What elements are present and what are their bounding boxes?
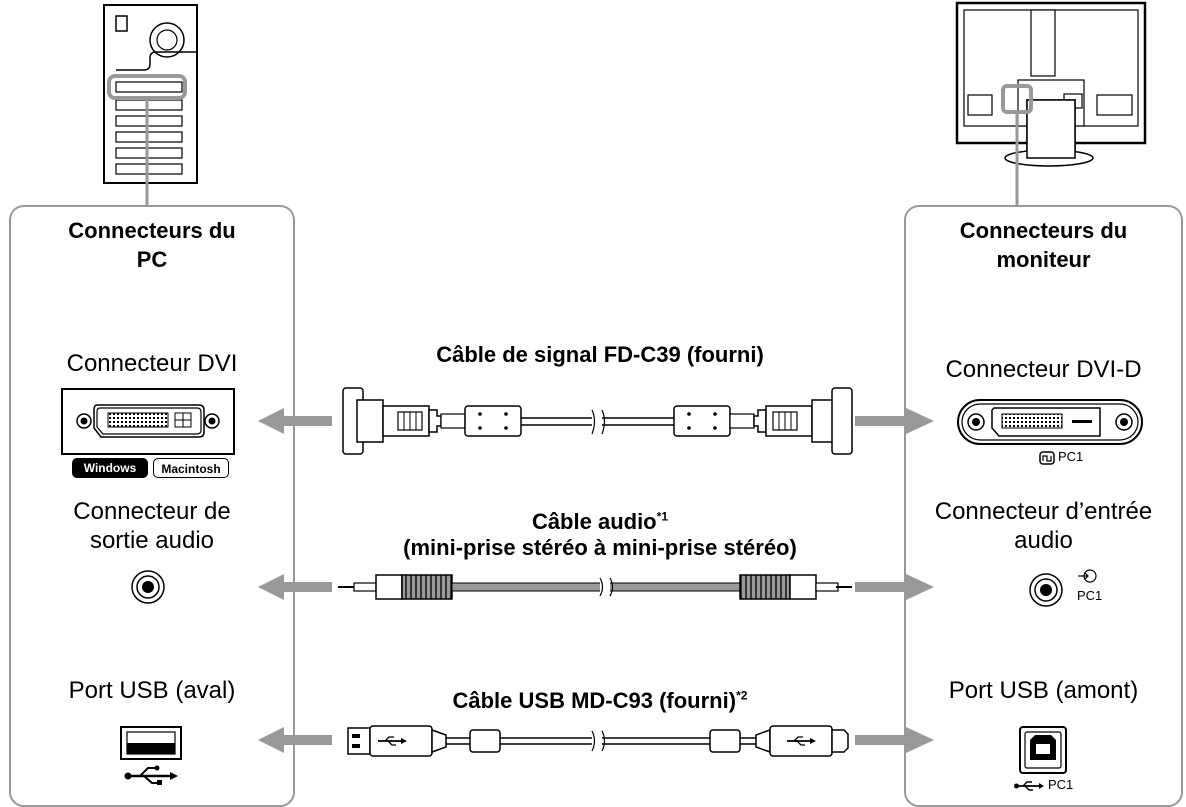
arrow-signal-right <box>855 408 934 434</box>
pc-tower-icon <box>103 4 198 206</box>
pc-panel-title: Connecteurs du PC <box>10 217 294 274</box>
monitor-usb-port-label: PC1 <box>1048 777 1074 792</box>
pc-panel-title-line2: PC <box>136 246 168 272</box>
pc-panel <box>9 205 295 807</box>
monitor-audio-jack-icon <box>1029 569 1097 607</box>
monitor-usb-label: Port USB (amont) <box>948 677 1139 704</box>
arrow-signal-left <box>258 408 332 434</box>
audio-cable-label: Câble audio*1 (mini-prise stéréo à mini-… <box>300 509 900 562</box>
usb-plug-a-icon <box>378 736 407 746</box>
monitor-audio-label: Connecteur d’entrée audio <box>905 498 1182 556</box>
monitor-dvi-port-label: PC1 <box>1058 449 1084 464</box>
monitor-usb-icon <box>1014 781 1044 791</box>
pc-audio-label: Connecteur de sortie audio <box>10 498 294 556</box>
monitor-panel-title-line2: moniteur <box>996 246 1091 272</box>
monitor-audio-port-label: PC1 <box>1077 588 1103 603</box>
pc-dvi-label: Connecteur DVI <box>66 350 238 377</box>
usb-icon <box>124 765 178 785</box>
usb-cable-note: *2 <box>736 688 748 703</box>
arrow-usb-right <box>855 727 934 753</box>
usb-cable-label-text: Câble USB MD-C93 (fourni) <box>452 688 737 713</box>
monitor-dvi-connector-icon <box>957 399 1143 465</box>
pc-usb-label: Port USB (aval) <box>68 677 236 704</box>
pc-dvi-connector-icon <box>61 388 235 455</box>
arrow-usb-left <box>258 727 332 753</box>
monitor-audio-label-line1: Connecteur d’entrée <box>934 498 1153 525</box>
monitor-audio-label-line2: audio <box>1014 526 1073 554</box>
audio-cable-label-line2: (mini-prise stéréo à mini-prise stéréo) <box>403 535 797 561</box>
dvi-signal-cable <box>342 387 853 455</box>
monitor-rear-icon <box>955 1 1147 206</box>
audio-cable <box>338 574 852 600</box>
pc-usb-a-port-icon <box>120 726 182 760</box>
usb-cable-label: Câble USB MD-C93 (fourni)*2 <box>300 688 900 714</box>
windows-badge: Windows <box>72 458 148 478</box>
monitor-panel-title-line1: Connecteurs du <box>959 218 1128 243</box>
macintosh-badge: Macintosh <box>153 458 229 478</box>
pc-audio-label-line1: Connecteur de <box>73 498 231 525</box>
audio-cable-note: *1 <box>656 509 669 524</box>
pc-panel-title-line1: Connecteurs du <box>68 218 236 243</box>
audio-cable-label-line1: Câble audio <box>531 509 657 534</box>
monitor-usb-b-port-icon <box>1019 726 1067 774</box>
pc-audio-jack-icon <box>131 570 165 604</box>
monitor-panel <box>904 205 1183 807</box>
arrow-audio-right <box>855 574 934 600</box>
monitor-panel-title: Connecteurs du moniteur <box>905 217 1182 274</box>
usb-cable <box>347 725 849 757</box>
usb-plug-b-icon <box>787 736 816 746</box>
pc-audio-label-line2: sortie audio <box>89 526 215 554</box>
arrow-audio-left <box>258 574 332 600</box>
signal-cable-label: Câble de signal FD-C39 (fourni) <box>436 342 764 367</box>
monitor-dvi-label: Connecteur DVI-D <box>945 356 1142 383</box>
